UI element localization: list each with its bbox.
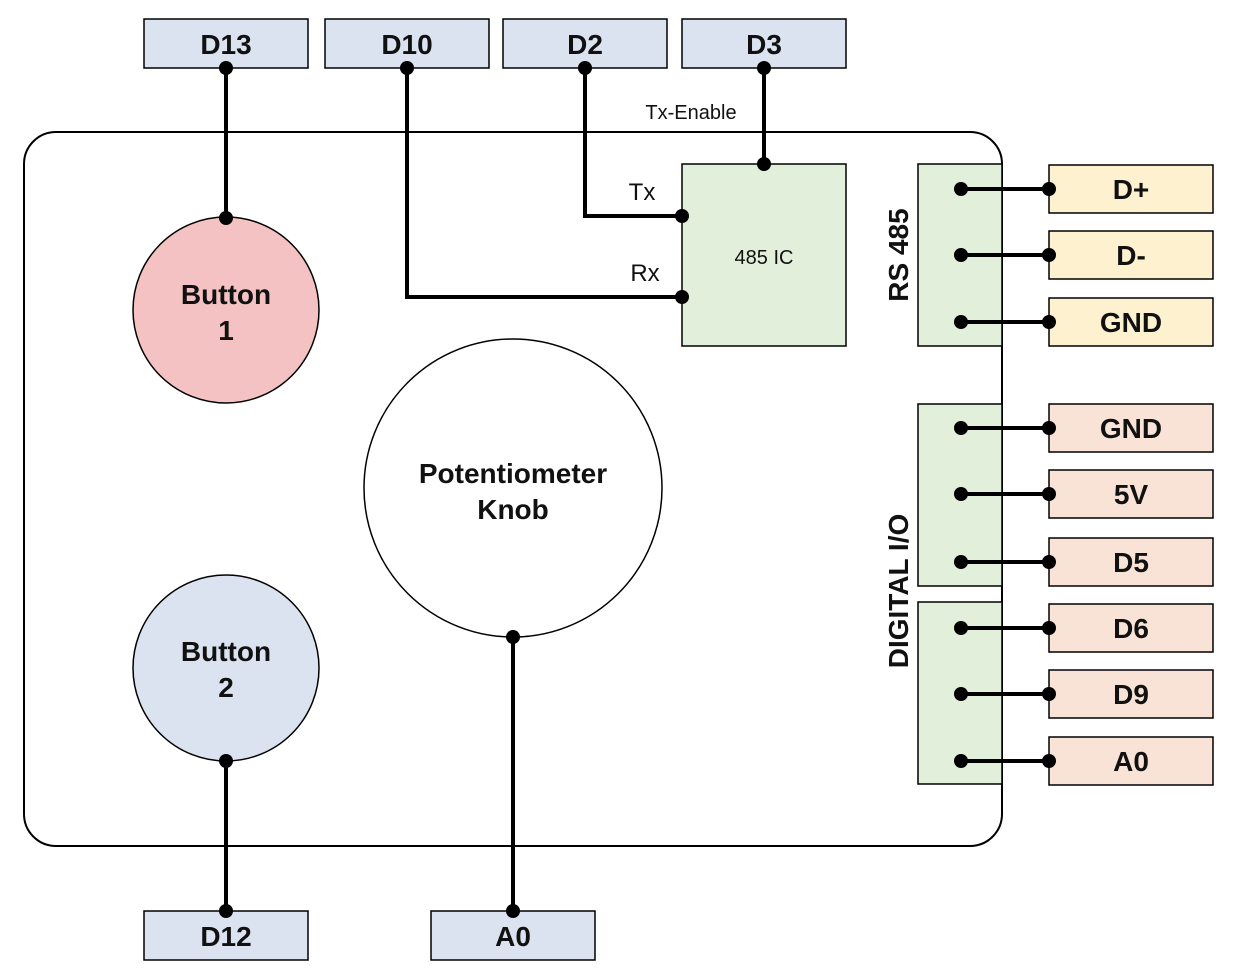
junction-dot xyxy=(400,61,414,75)
digital-pin-box-a0 xyxy=(1048,736,1214,786)
rs485-pin-box-dminus xyxy=(1048,230,1214,280)
junction-dot xyxy=(1042,421,1056,435)
junction-dot xyxy=(506,630,520,644)
junction-dot xyxy=(675,290,689,304)
pin-label-a0-bottom: A0 xyxy=(495,921,531,952)
junction-dot xyxy=(954,687,968,701)
junction-dot xyxy=(954,754,968,768)
junction-dot xyxy=(757,61,771,75)
rs485-ic xyxy=(681,163,847,347)
junction-dot xyxy=(219,211,233,225)
junction-dot xyxy=(1042,687,1056,701)
junction-dot xyxy=(954,421,968,435)
pin-box-d3 xyxy=(681,18,847,69)
digital-io-title: DIGITAL I/O xyxy=(883,514,914,669)
digital-pin-box-5v xyxy=(1048,469,1214,519)
rs485-pin-box-gnd xyxy=(1048,297,1214,347)
junction-dot xyxy=(578,61,592,75)
button-1-label-line1: Button xyxy=(181,279,271,310)
junction-dot xyxy=(954,487,968,501)
digital-pin-box-d5 xyxy=(1048,537,1214,587)
pin-label-d2: D2 xyxy=(567,29,603,60)
junction-dot xyxy=(954,621,968,635)
junction-dot xyxy=(506,904,520,918)
digital-pin-label-5v: 5V xyxy=(1114,479,1149,510)
button-2 xyxy=(132,574,320,762)
rx-label: Rx xyxy=(630,260,659,287)
junction-dot xyxy=(1042,555,1056,569)
digital-pin-label-d6: D6 xyxy=(1113,613,1149,644)
pin-label-d3: D3 xyxy=(746,29,782,60)
rs485-pin-label-dminus: D- xyxy=(1116,240,1146,271)
wire-d2-tx xyxy=(583,68,682,218)
rs485-pin-label-dplus: D+ xyxy=(1113,174,1150,205)
button-2-label-line2: 2 xyxy=(218,672,234,703)
junction-dot xyxy=(219,904,233,918)
pin-label-d12: D12 xyxy=(200,921,251,952)
junction-dot xyxy=(219,754,233,768)
button-1-label-line2: 1 xyxy=(218,315,234,346)
junction-dot xyxy=(954,182,968,196)
button-2-label-line1: Button xyxy=(181,636,271,667)
junction-dot xyxy=(954,315,968,329)
junction-dot xyxy=(1042,487,1056,501)
potentiometer-label-line2: Knob xyxy=(477,494,549,525)
tx-label: Tx xyxy=(629,179,656,206)
digital-pin-label-gnd: GND xyxy=(1100,413,1162,444)
junction-dot xyxy=(1042,182,1056,196)
ic-label: 485 IC xyxy=(735,247,794,269)
rs485-pin-label-gnd: GND xyxy=(1100,307,1162,338)
junction-dot xyxy=(1042,621,1056,635)
pin-label-d10: D10 xyxy=(381,29,432,60)
digital-pin-label-d5: D5 xyxy=(1113,547,1149,578)
rs485-title: RS 485 xyxy=(883,208,914,301)
junction-dot xyxy=(757,157,771,171)
pin-box-d2 xyxy=(502,18,668,69)
potentiometer-label-line1: Potentiometer xyxy=(419,458,607,489)
junction-dot xyxy=(1042,315,1056,329)
rs485-pin-box-dplus xyxy=(1048,164,1214,214)
tx-enable-label: Tx-Enable xyxy=(645,102,736,124)
junction-dot xyxy=(675,209,689,223)
junction-dot xyxy=(1042,248,1056,262)
pin-label-d13: D13 xyxy=(200,29,251,60)
junction-dot xyxy=(1042,754,1056,768)
digital-pin-label-a0: A0 xyxy=(1113,746,1149,777)
junction-dot xyxy=(954,555,968,569)
junction-dot xyxy=(954,248,968,262)
button-1 xyxy=(132,216,320,404)
wire-d10-rx xyxy=(405,68,682,299)
pin-box-d12 xyxy=(143,910,309,961)
junction-dot xyxy=(219,61,233,75)
digital-pin-label-d9: D9 xyxy=(1113,679,1149,710)
